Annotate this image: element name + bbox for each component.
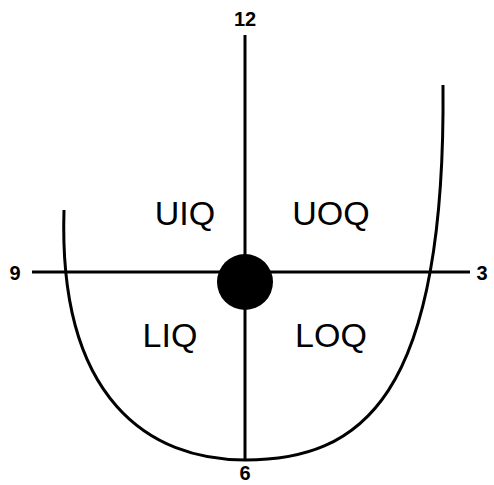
quadrant-label: UIQ — [155, 196, 215, 230]
clock-position: 12 — [234, 9, 256, 29]
nipple-dot — [217, 254, 273, 310]
clock-position: 3 — [476, 263, 487, 283]
clock-position: 9 — [9, 263, 20, 283]
quadrant-label: UOQ — [292, 196, 369, 230]
clock-position: 6 — [239, 463, 250, 483]
vertical-axis — [244, 35, 247, 459]
quadrant-label: LOQ — [295, 318, 367, 352]
quadrant-label: LIQ — [143, 318, 198, 352]
